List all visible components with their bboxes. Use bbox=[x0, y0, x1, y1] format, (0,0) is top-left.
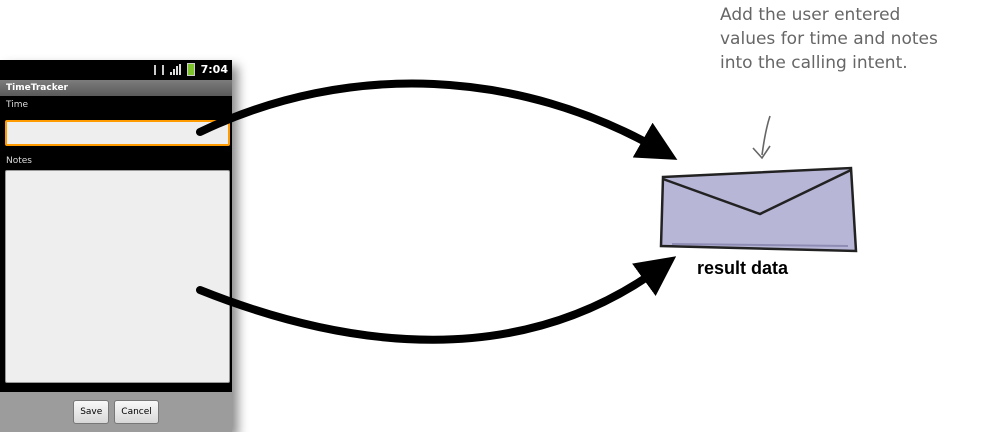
arrow-time-to-result bbox=[196, 79, 678, 160]
time-label: Time bbox=[6, 100, 29, 110]
phone-screenshot: 7:04 TimeTracker Time Notes Save Cancel bbox=[0, 60, 232, 432]
result-data-caption: result data bbox=[697, 258, 789, 278]
sd-card-icon bbox=[153, 64, 164, 75]
button-bar: Save Cancel bbox=[0, 392, 232, 432]
note-line: into the calling intent. bbox=[720, 53, 908, 73]
app-title: TimeTracker bbox=[0, 80, 232, 96]
cancel-button[interactable]: Cancel bbox=[114, 400, 159, 424]
note-line: Add the user entered bbox=[720, 5, 901, 25]
annotation-note: Add the user entered values for time and… bbox=[720, 3, 997, 75]
notes-input[interactable] bbox=[5, 170, 230, 383]
arrow-notes-to-result bbox=[196, 256, 677, 344]
save-button[interactable]: Save bbox=[73, 400, 110, 424]
status-time: 7:04 bbox=[200, 63, 228, 76]
note-line: values for time and notes bbox=[720, 29, 938, 49]
time-input[interactable] bbox=[5, 120, 230, 146]
envelope-icon bbox=[659, 166, 858, 253]
battery-icon bbox=[186, 63, 195, 76]
status-bar: 7:04 bbox=[0, 60, 232, 80]
signal-icon bbox=[169, 64, 181, 75]
note-pointer bbox=[761, 115, 771, 156]
notes-label: Notes bbox=[6, 156, 32, 166]
